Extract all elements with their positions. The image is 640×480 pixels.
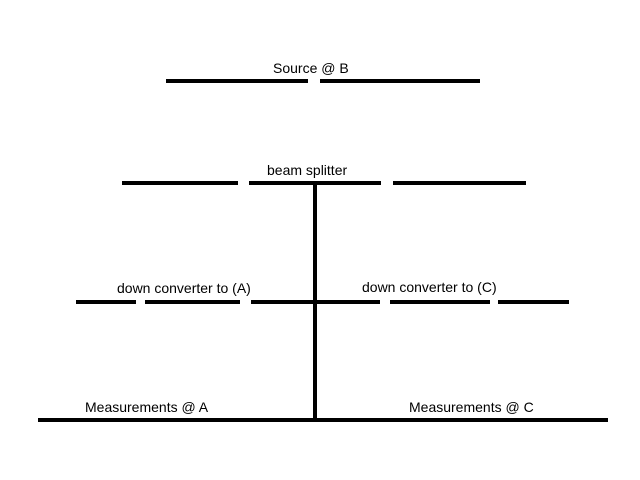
down-converter-a-label: down converter to (A)	[117, 280, 251, 296]
beam-splitter-label: beam splitter	[267, 162, 348, 178]
down-converter-c-label: down converter to (C)	[362, 279, 497, 295]
measurements-a-label: Measurements @ A	[85, 399, 209, 415]
measurements-c-label: Measurements @ C	[409, 399, 534, 415]
source-label: Source @ B	[273, 60, 349, 76]
